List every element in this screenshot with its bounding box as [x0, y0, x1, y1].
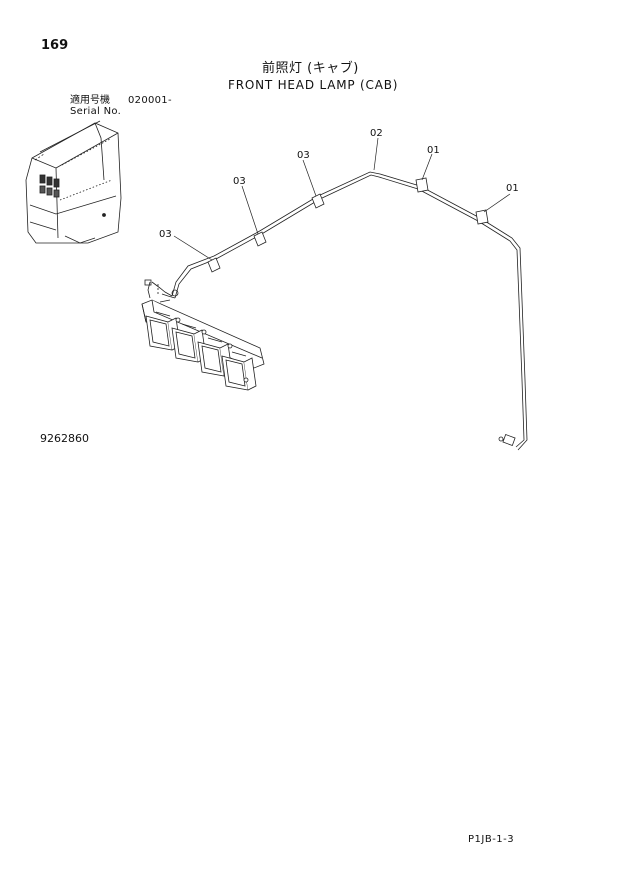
drawing-number: 9262860: [40, 432, 89, 445]
clip-01-2: [475, 209, 489, 225]
harness-clips: [207, 177, 489, 273]
clip-03-1: [207, 257, 221, 273]
page-code: P1JB-1-3: [468, 834, 515, 845]
title-english: FRONT HEAD LAMP (CAB): [228, 78, 399, 92]
clip-01-1: [415, 177, 429, 193]
cab-thumbnail: [25, 120, 122, 244]
clip-03-3: [311, 193, 325, 209]
serial-label-japanese: 適用号機: [70, 95, 110, 106]
wire-connector: [498, 434, 516, 446]
serial-number-range: 020001-: [128, 95, 172, 106]
headlamp-2: [171, 323, 207, 363]
page-number: 169: [41, 38, 69, 53]
lamp-assembly: [141, 299, 265, 391]
callout-03-left: 03: [233, 176, 246, 187]
title-japanese: 前照灯 (キャブ): [262, 61, 359, 76]
lamp-connector: [144, 279, 179, 303]
clip-03-2: [253, 231, 267, 247]
leader-lines: [173, 137, 511, 261]
callout-03-lower-left: 03: [159, 229, 172, 240]
headlamp-3: [197, 337, 233, 377]
wire-harness: [151, 171, 528, 451]
headlamp-4: [221, 351, 257, 391]
callout-03-middle: 03: [297, 150, 310, 161]
serial-label-english: Serial No.: [70, 106, 122, 117]
callout-02: 02: [370, 128, 383, 139]
callout-01-left: 01: [427, 145, 440, 156]
callout-01-right: 01: [506, 183, 519, 194]
